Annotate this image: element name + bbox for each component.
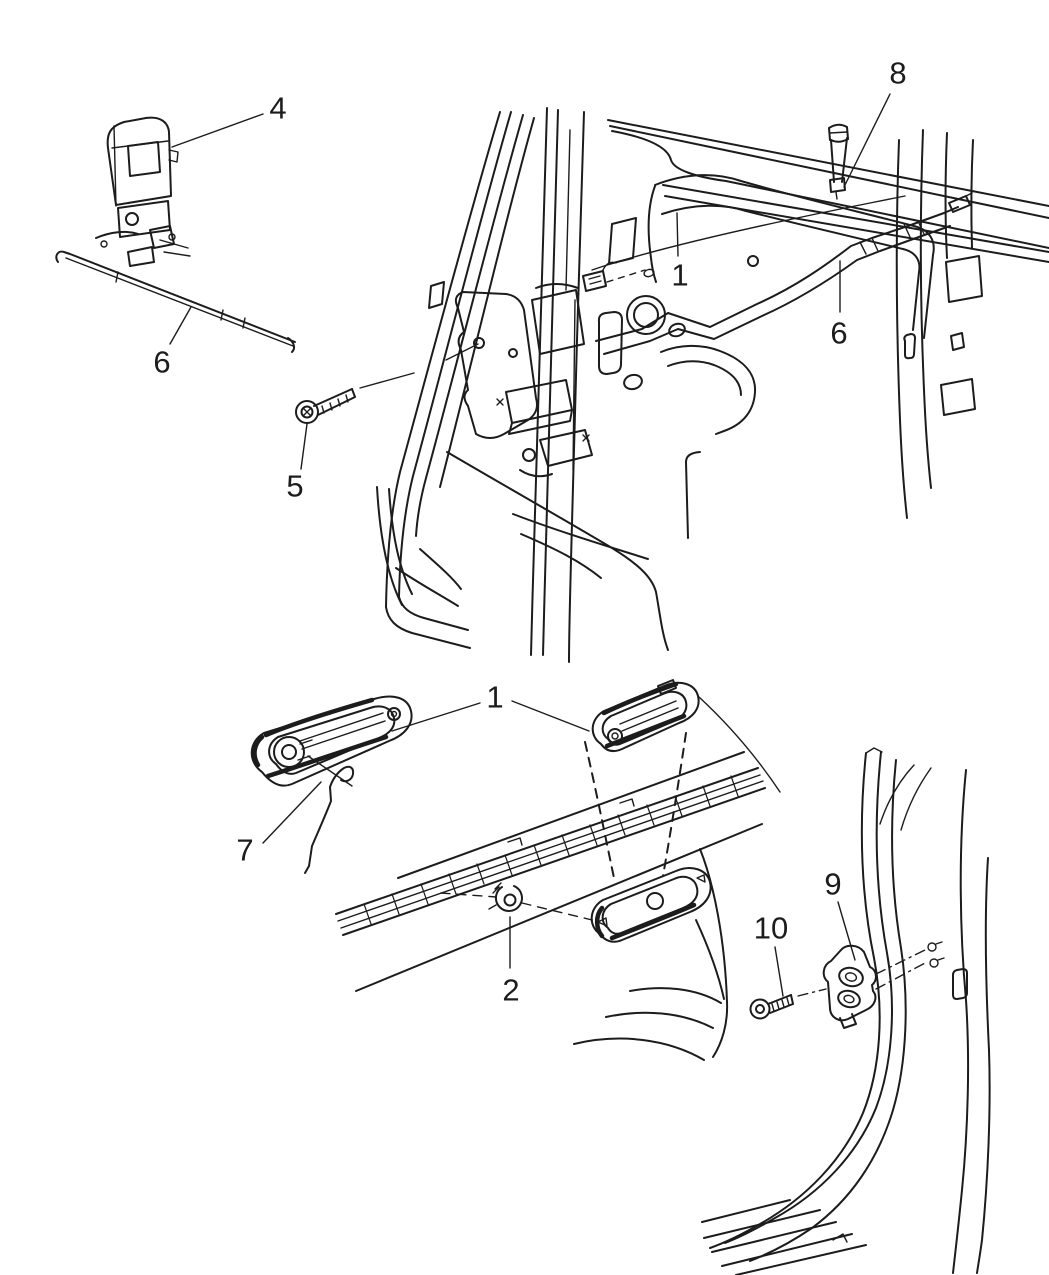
callout-1-upper: 1 [671, 257, 689, 293]
inner-panel-holes [599, 218, 758, 391]
door-window-frame [386, 112, 534, 648]
lock-knob [829, 125, 848, 199]
lower-door-exterior-view [252, 680, 990, 1275]
callout-7: 7 [236, 832, 254, 868]
outside-handle-right [585, 680, 780, 878]
upper-door-interior-view [56, 94, 1049, 662]
outside-handle-left [252, 696, 412, 786]
rear-body-pillar [702, 748, 990, 1275]
lock-rod [56, 252, 295, 352]
beltline-lines [608, 120, 1049, 262]
striker-screw [751, 942, 945, 1019]
callout-10: 10 [753, 910, 789, 946]
door-exterior-panel [336, 752, 765, 1060]
callout-9: 9 [824, 866, 842, 902]
callout-2: 2 [502, 972, 520, 1008]
door-latch-module [360, 196, 905, 476]
handle-recess-bezel [592, 868, 711, 942]
mounting-screw [296, 389, 355, 423]
leader-lines-lower [263, 701, 855, 996]
callout-6-cable: 6 [830, 315, 848, 351]
callout-4: 4 [269, 90, 287, 126]
inner-panel-right [897, 130, 982, 518]
seat-outline [377, 452, 668, 650]
door-shut-face [531, 108, 584, 662]
leader-lines-upper [170, 94, 890, 469]
callout-1-lower: 1 [486, 679, 504, 715]
callout-8: 8 [889, 55, 907, 91]
inner-panel-arch [649, 175, 934, 538]
lock-actuator [96, 118, 190, 266]
retaining-clip [441, 883, 592, 920]
callout-5: 5 [286, 468, 304, 504]
callout-6-rod: 6 [153, 344, 171, 380]
lock-cable [596, 193, 972, 354]
handle-link-rod [305, 767, 353, 873]
wiring-connector [583, 262, 655, 291]
door-striker [824, 946, 876, 1028]
